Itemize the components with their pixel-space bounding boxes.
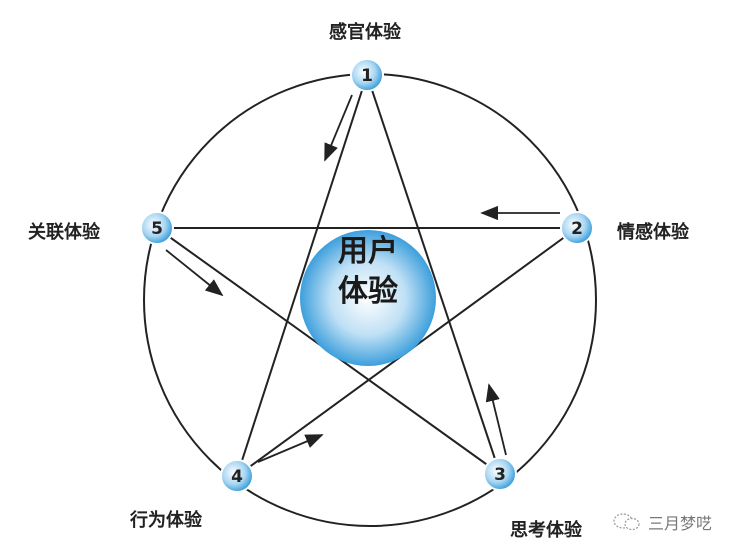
node-4-label: 行为体验: [130, 510, 202, 531]
node-4-number: 4: [231, 467, 243, 487]
arrow-4: [257, 434, 324, 463]
node-3-number: 3: [494, 465, 506, 485]
node-2-label: 情感体验: [617, 222, 689, 243]
node-5: 5: [140, 211, 174, 245]
node-4: 4: [220, 459, 254, 493]
wechat-icon: [613, 513, 640, 531]
star-lines: [156, 74, 578, 477]
watermark-text: 三月梦呓: [648, 514, 713, 533]
node-2: 2: [560, 211, 594, 245]
arrow-5: [165, 249, 224, 297]
node-5-label: 关联体验: [28, 222, 100, 243]
watermark: 三月梦呓: [612, 510, 712, 534]
node-1-label: 感官体验: [329, 22, 401, 43]
node-3-label: 思考体验: [510, 520, 582, 541]
node-1-number: 1: [361, 66, 373, 86]
arrow-1: [324, 94, 353, 162]
node-2-number: 2: [571, 219, 583, 239]
center-label-line2: 体验: [338, 274, 398, 309]
center-label: 用户 体验: [300, 232, 436, 312]
center-circle: [300, 230, 436, 366]
node-1: 1: [350, 58, 384, 92]
node-3: 3: [483, 457, 517, 491]
center-label-line1: 用户: [338, 234, 398, 269]
flow-arrows: [165, 94, 560, 463]
arrow-3: [485, 383, 507, 456]
node-5-number: 5: [151, 219, 163, 239]
